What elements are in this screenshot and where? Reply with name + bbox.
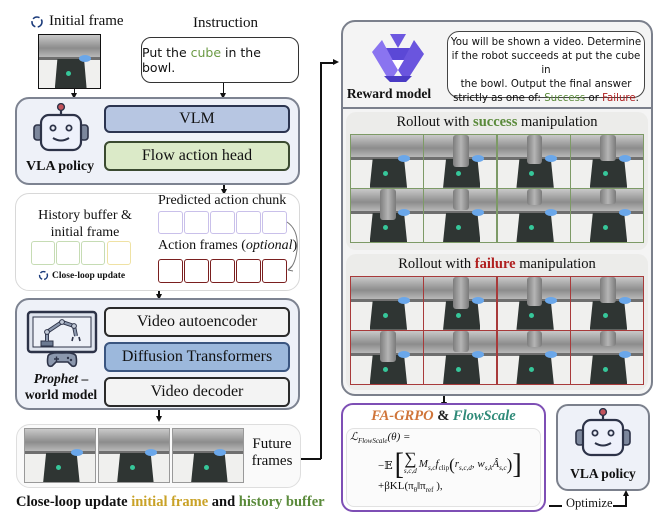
success-rollout-frame <box>497 135 570 188</box>
failure-rollout-frame <box>497 331 570 384</box>
success-rollout-frame <box>351 189 423 242</box>
failure-rollout-frame <box>571 277 643 330</box>
reward-model-logo-icon <box>368 30 428 90</box>
action-chunk-cell <box>262 211 287 234</box>
action-frame-cell <box>158 259 183 283</box>
close-loop-caption: Close-loop update initial frame and hist… <box>16 494 325 510</box>
vla-policy-label-right: VLA policy <box>570 466 636 481</box>
action-frame-cell <box>262 259 287 283</box>
action-frames-label: Action frames (optional) <box>158 238 298 253</box>
initial-frame-image <box>38 34 101 89</box>
history-cell <box>56 241 80 265</box>
refresh-icon <box>38 270 49 281</box>
failure-rollout-frame <box>497 277 570 330</box>
failure-rollout-frame <box>424 331 497 384</box>
reward-model-label: Reward model <box>346 86 432 101</box>
failure-rollout-frame <box>571 331 643 384</box>
formula: ℒFlowScale(θ) = −𝔼 [ ∑s,c,d Ms,cfclip (r… <box>350 430 540 494</box>
initial-frame-label: Initial frame <box>49 13 124 29</box>
world-model-label: Prophet – world model <box>24 371 98 402</box>
history-buffer-label: History buffer & initial frame <box>38 208 132 240</box>
action-frame-cell <box>184 259 209 283</box>
vla-policy-label: VLA policy <box>26 159 95 174</box>
failure-frames-grid <box>350 276 644 385</box>
instruction-label: Instruction <box>193 15 258 31</box>
action-chunk-cell <box>210 211 235 234</box>
future-frame <box>172 428 244 483</box>
video-decoder-block: Video decoder <box>104 377 290 407</box>
failure-rollout-frame <box>351 331 423 384</box>
future-frame <box>98 428 170 483</box>
failure-rollout-frame <box>424 277 497 330</box>
robot-icon <box>572 407 634 462</box>
robot-icon <box>30 102 92 157</box>
buffers-panel <box>15 193 300 291</box>
initial-frame-header: Initial frame <box>30 13 124 30</box>
success-rollout-title: Rollout with success manipulation <box>396 114 598 130</box>
instruction-text: Put the cube in the bowl. <box>142 45 261 75</box>
history-cell <box>81 241 105 265</box>
fa-grpo-title: FA-GRPO & FlowScale <box>371 408 516 424</box>
success-rollout-frame <box>571 135 643 188</box>
video-autoencoder-block: Video autoencoder <box>104 307 290 337</box>
optimize-label: Optimize <box>566 496 613 510</box>
instruction-box: Put the cube in the bowl. <box>141 37 299 83</box>
diffusion-transformers-block: Diffusion Transformers <box>104 342 290 372</box>
history-cell <box>31 241 55 265</box>
success-rollout-frame <box>571 189 643 242</box>
success-rollout-frame <box>424 189 497 242</box>
close-loop-update-note: Close-loop update <box>38 270 125 281</box>
reward-prompt-box <box>447 31 645 98</box>
vlm-block: VLM <box>104 105 290 133</box>
refresh-icon <box>31 15 43 28</box>
success-rollout-frame <box>351 135 423 188</box>
formula-line-3: +βKL(πθ‖πref ), <box>378 480 443 495</box>
formula-line-1: ℒFlowScale(θ) = <box>350 431 411 446</box>
success-frames-grid <box>350 134 644 243</box>
formula-line-2: −𝔼 [ ∑s,c,d Ms,cfclip (rs,c,d, ws,kÂs,c)… <box>378 447 522 482</box>
action-frame-cell <box>210 259 235 283</box>
action-chunk-cell <box>184 211 209 234</box>
failure-rollout-title: Rollout with failure manipulation <box>398 256 596 272</box>
predicted-action-chunk-label: Predicted action chunk <box>158 193 287 208</box>
failure-rollout-frame <box>351 277 423 330</box>
future-frame <box>24 428 96 483</box>
action-frame-cell <box>236 259 261 283</box>
action-chunk-cell <box>158 211 183 234</box>
success-rollout-frame <box>497 189 570 242</box>
formula-box <box>346 428 541 507</box>
initial-frame-cell <box>107 241 131 265</box>
flow-action-head-block: Flow action head <box>104 141 290 171</box>
action-chunk-cell <box>236 211 261 234</box>
reward-prompt-text: You will be shown a video. Determine if … <box>450 37 642 104</box>
future-frames-label: Future frames <box>251 436 293 469</box>
success-rollout-frame <box>424 135 497 188</box>
chunk-to-frames-arrow <box>286 221 298 272</box>
world-model-icon <box>26 310 98 374</box>
